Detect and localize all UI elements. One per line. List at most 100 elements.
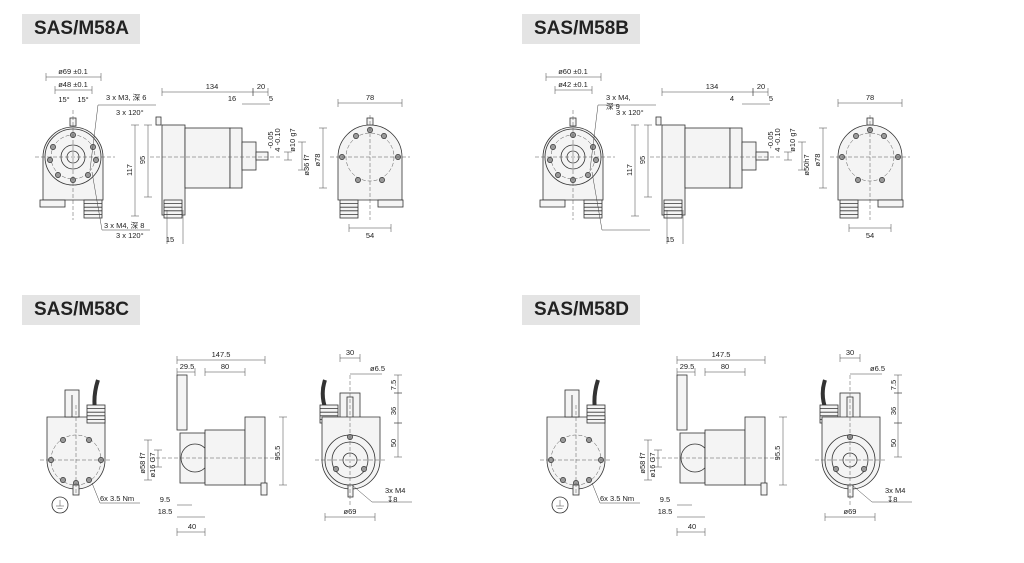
label-foot: 54 bbox=[366, 231, 374, 240]
rear-connector bbox=[347, 484, 354, 498]
bolt-icon bbox=[86, 477, 92, 483]
label-depth: 40 bbox=[188, 522, 196, 531]
bolt-icon bbox=[86, 437, 92, 443]
rear-cable-gland bbox=[839, 199, 859, 219]
leader-thread bbox=[851, 484, 873, 503]
label-width: 78 bbox=[366, 93, 374, 102]
label-d_outer: ø69 ±0.1 bbox=[58, 67, 88, 76]
leader-top-thread-slant bbox=[589, 104, 599, 171]
label-off_b: 18.5 bbox=[658, 507, 673, 516]
label-len_b: 5 bbox=[269, 94, 273, 103]
ground-icon bbox=[51, 496, 69, 514]
label-thread: 3x M4 bbox=[885, 486, 905, 495]
side-body bbox=[204, 429, 246, 486]
title-sas-m58c: SAS/M58C bbox=[22, 295, 140, 325]
label-len_b: 80 bbox=[721, 362, 729, 371]
bolt-icon bbox=[586, 477, 592, 483]
label-len_a: 29.5 bbox=[180, 362, 195, 371]
label-len_a: 29.5 bbox=[680, 362, 695, 371]
label-d_outer: ø69 bbox=[344, 507, 357, 516]
side-mount-plate bbox=[176, 374, 188, 431]
label-len_total: 134 bbox=[206, 82, 219, 91]
label-d_flange: ø58 f7 bbox=[138, 452, 147, 473]
side-spigot bbox=[741, 141, 757, 171]
label-thread_top_2: 深 9 bbox=[606, 102, 620, 111]
bolt-icon bbox=[361, 466, 367, 472]
label-tol: -0.05 bbox=[266, 131, 275, 148]
label-d_shaft: ø10 g7 bbox=[288, 128, 297, 151]
bolt-icon bbox=[379, 177, 385, 183]
bolt-icon bbox=[93, 157, 99, 163]
label-thread_depth: ↧8 bbox=[887, 495, 897, 504]
label-key: 4 -0.10 bbox=[773, 128, 782, 151]
side-mount-plate bbox=[676, 374, 688, 431]
label-h_body: 95 bbox=[638, 156, 647, 164]
leader-top-thread-slant bbox=[89, 104, 99, 171]
rear-foot bbox=[377, 199, 404, 208]
label-torque: 6x 3.5 Nm bbox=[100, 494, 134, 503]
label-thread: 3x M4 bbox=[385, 486, 405, 495]
label-thread_top_angle: 3 x 120° bbox=[616, 108, 644, 117]
side-rear-box bbox=[244, 416, 266, 486]
label-thread_top: 3 x M3, 深 6 bbox=[106, 93, 146, 102]
label-off_a: 9.5 bbox=[660, 495, 670, 504]
side-connector-pin bbox=[155, 116, 162, 126]
bolt-icon bbox=[560, 437, 566, 443]
label-len_total: 147.5 bbox=[212, 350, 231, 359]
label-h_body: 95 bbox=[138, 156, 147, 164]
label-angle_left: 15° bbox=[58, 95, 69, 104]
bolt-icon bbox=[55, 172, 61, 178]
bolt-icon bbox=[85, 172, 91, 178]
label-thread_depth: ↧8 bbox=[387, 495, 397, 504]
label-conn: 15 bbox=[166, 235, 174, 244]
label-off_b: 18.5 bbox=[158, 507, 173, 516]
label-len_shaft: 20 bbox=[257, 82, 265, 91]
bolt-icon bbox=[50, 144, 56, 150]
label-d_spigot: ø50h7 bbox=[802, 154, 811, 175]
side-connector bbox=[760, 482, 768, 496]
side-cable-gland bbox=[163, 199, 183, 219]
bolt-icon bbox=[879, 177, 885, 183]
side-rear-box bbox=[744, 416, 766, 486]
label-depth: 40 bbox=[688, 522, 696, 531]
label-d_body: ø78 bbox=[313, 154, 322, 167]
label-v_a: 7.5 bbox=[889, 380, 898, 390]
side-spigot bbox=[241, 141, 257, 171]
bolt-icon bbox=[861, 466, 867, 472]
side-front-flange bbox=[229, 127, 243, 189]
front-cable-gland bbox=[86, 404, 106, 424]
label-foot: 54 bbox=[866, 231, 874, 240]
side-shaft bbox=[755, 151, 769, 161]
leader-torque bbox=[91, 482, 101, 504]
label-v_b: 36 bbox=[889, 407, 898, 415]
label-width: 30 bbox=[846, 348, 854, 357]
label-len_b: 80 bbox=[221, 362, 229, 371]
bolt-icon bbox=[353, 133, 359, 139]
side-connector-pin bbox=[655, 116, 662, 126]
title-sas-m58d: SAS/M58D bbox=[522, 295, 640, 325]
bolt-icon bbox=[881, 133, 887, 139]
leader-bottom-thread-slant bbox=[591, 171, 603, 231]
label-len_total: 134 bbox=[706, 82, 719, 91]
bolt-icon bbox=[560, 477, 566, 483]
bolt-icon bbox=[60, 437, 66, 443]
label-thread_top: 3 x M4, bbox=[606, 93, 631, 102]
rear-connector bbox=[847, 484, 854, 498]
front-cable-gland bbox=[586, 404, 606, 424]
label-h_total: 117 bbox=[125, 164, 134, 176]
label-width: 30 bbox=[346, 348, 354, 357]
label-v_a: 7.5 bbox=[389, 380, 398, 390]
label-d_body: ø78 bbox=[813, 154, 822, 167]
label-d_inner: ø48 ±0.1 bbox=[58, 80, 88, 89]
label-len_b: 5 bbox=[769, 94, 773, 103]
label-d_spigot: ø36 f7 bbox=[302, 154, 311, 175]
label-d_inner: ø42 ±0.1 bbox=[558, 80, 588, 89]
side-body bbox=[684, 127, 731, 189]
label-angle_right: 15° bbox=[77, 95, 88, 104]
label-d_hole: ø6.5 bbox=[870, 364, 885, 373]
bolt-icon bbox=[586, 437, 592, 443]
label-off_a: 9.5 bbox=[160, 495, 170, 504]
bolt-icon bbox=[60, 477, 66, 483]
